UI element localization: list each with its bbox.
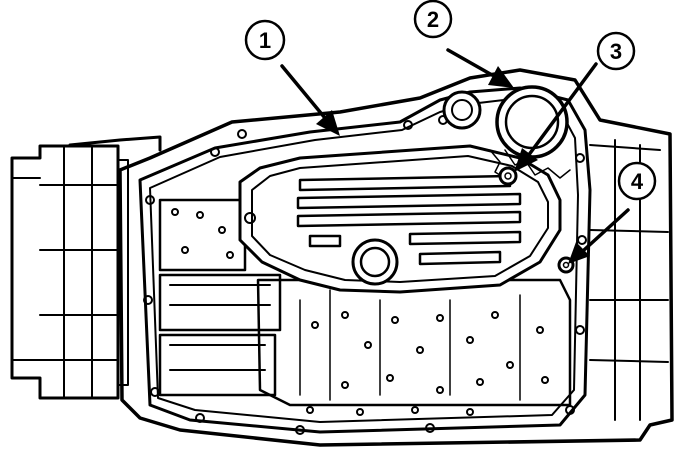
callout-1-label: 1 xyxy=(259,28,271,53)
callout-4: 4 xyxy=(617,161,657,201)
callout-2-label: 2 xyxy=(427,7,439,32)
callout-3: 3 xyxy=(596,31,636,71)
cooler-fitting xyxy=(442,85,571,181)
callout-1: 1 xyxy=(244,19,286,61)
oil-filter xyxy=(238,144,562,294)
filter-screw xyxy=(498,166,518,186)
leader-arrows xyxy=(280,48,630,264)
callout-4-label: 4 xyxy=(631,169,644,194)
callout-3-label: 3 xyxy=(610,39,622,64)
bell-housing xyxy=(10,135,162,400)
callout-2: 2 xyxy=(413,0,453,39)
valve-body xyxy=(158,198,572,416)
